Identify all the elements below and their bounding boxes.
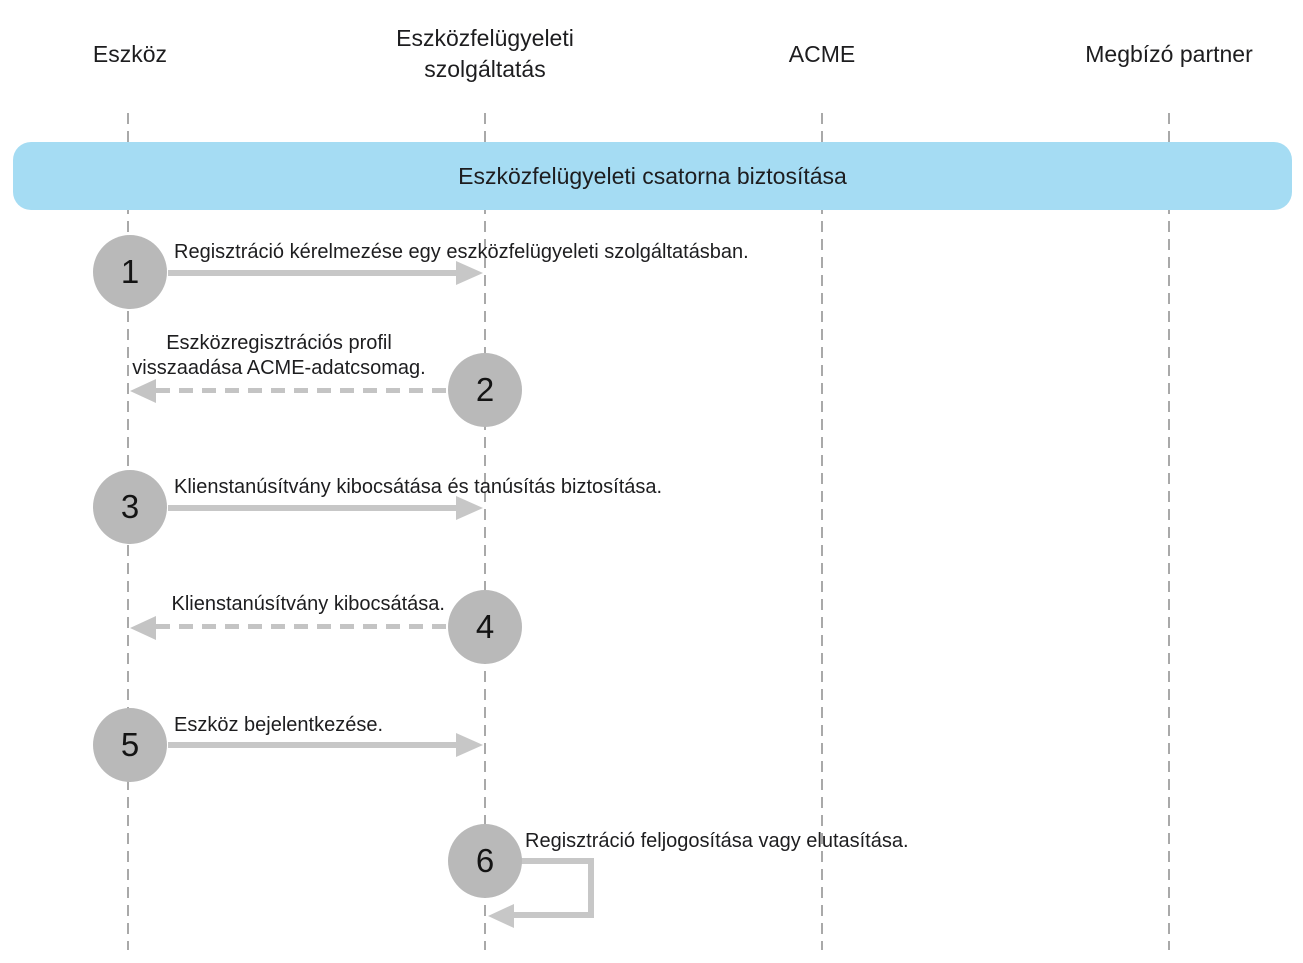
step-2-badge: 2 bbox=[448, 353, 522, 427]
lifeline-acme bbox=[821, 113, 823, 950]
step-6-badge: 6 bbox=[448, 824, 522, 898]
step-1-badge: 1 bbox=[93, 235, 167, 309]
actor-mdm-service: Eszközfelügyeleti szolgáltatás bbox=[396, 25, 574, 82]
step-4-label: Klienstanúsítvány kibocsátása. bbox=[171, 593, 446, 615]
step-1-label: Regisztráció kérelmezése egy eszközfelüg… bbox=[174, 241, 749, 263]
step-5-badge: 5 bbox=[93, 708, 167, 782]
step-2-label: Eszközregisztrációs profil visszaadása A… bbox=[105, 331, 453, 381]
lifeline-mdm-service bbox=[484, 113, 486, 950]
step-6-label: Regisztráció feljogosítása vagy elutasít… bbox=[525, 830, 909, 852]
step-2-arrow-dashed-line bbox=[156, 388, 448, 393]
phase-banner-label: Eszközfelügyeleti csatorna biztosítása bbox=[458, 162, 847, 189]
step-2-arrowhead-left-icon bbox=[130, 379, 156, 403]
step-1-arrow-line bbox=[168, 270, 456, 276]
step-1-arrowhead-right-icon bbox=[456, 261, 483, 285]
step-3-badge: 3 bbox=[93, 470, 167, 544]
actor-trusted-partner: Megbízó partner bbox=[1085, 40, 1253, 67]
step-2-label-line1: Eszközregisztrációs profil bbox=[166, 332, 392, 354]
phase-banner: Eszközfelügyeleti csatorna biztosítása bbox=[13, 142, 1292, 210]
step-6-selfloop-top-line bbox=[520, 858, 594, 864]
step-6-selfloop-right-line bbox=[588, 858, 594, 918]
step-2-label-line2: visszaadása ACME-adatcsomag. bbox=[132, 357, 426, 379]
step-6-arrowhead-left-icon bbox=[488, 904, 514, 928]
step-5-label: Eszköz bejelentkezése. bbox=[174, 714, 384, 736]
step-6-selfloop-bottom-line bbox=[512, 912, 594, 918]
step-4-badge: 4 bbox=[448, 590, 522, 664]
step-5-arrowhead-right-icon bbox=[456, 733, 483, 757]
step-3-label: Klienstanúsítvány kibocsátása és tanúsít… bbox=[174, 476, 663, 498]
step-3-arrow-line bbox=[168, 505, 456, 511]
actor-acme: ACME bbox=[788, 40, 856, 67]
step-4-arrowhead-left-icon bbox=[130, 616, 156, 640]
actor-device: Eszköz bbox=[92, 40, 168, 67]
step-5-arrow-line bbox=[168, 742, 456, 748]
step-4-arrow-dashed-line bbox=[156, 624, 448, 629]
lifeline-trusted-partner bbox=[1168, 113, 1170, 950]
step-3-arrowhead-right-icon bbox=[456, 496, 483, 520]
